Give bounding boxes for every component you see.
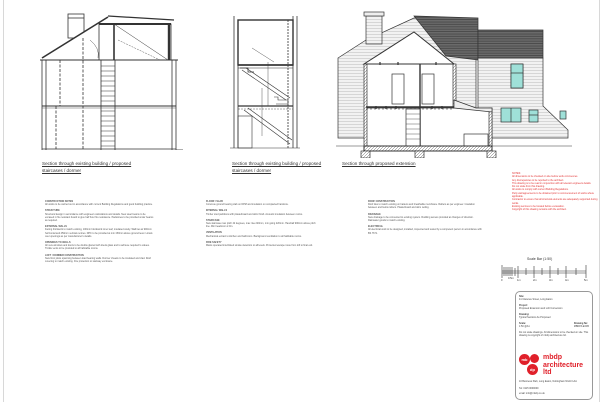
company-name: mbdp architecture ltd (543, 354, 583, 377)
section-3-caption: Section through proposed extension (342, 160, 416, 167)
scale-tick-label: 5m (584, 279, 588, 282)
drawing-number-label: Drawing No: (573, 322, 588, 325)
note-text: Mechanical extract to kitchen and bathro… (206, 234, 302, 238)
section-2-drawing (230, 16, 300, 149)
section-1-caption-line1: Section through existing building / prop… (42, 161, 132, 166)
section-3-caption-line1: Section through proposed extension (342, 161, 416, 166)
company-name-line1: mbdp (543, 354, 563, 361)
note-text: Roof tiles to match existing on battens … (368, 203, 475, 210)
drawing-number: MBDP/LE/005 (573, 325, 589, 328)
scale-tick-label: 1m (517, 279, 521, 282)
red-note-line: Do not scale from this drawing. (512, 185, 545, 189)
red-note-line: This drawing is to be read in conjunctio… (512, 181, 592, 185)
scale-tick-label: 2m (533, 279, 537, 282)
scale-bar (501, 265, 587, 278)
note-text: Structural design in accordance with eng… (45, 212, 154, 223)
note-text: All electrical work to be designed, inst… (368, 228, 482, 235)
site-address: 41 Clarence Street, Long Eaton (519, 298, 553, 301)
scale-tick-label: 0 (501, 279, 503, 282)
note-heading: OPENINGS TO WALLS (45, 241, 71, 245)
red-note-line: NOTES: (512, 172, 521, 175)
note-heading: ELECTRICAL (368, 225, 384, 229)
logo-circle-right (530, 354, 539, 363)
section-1-drawing (40, 13, 190, 150)
red-note-line: Party wall agreements to be obtained pri… (512, 191, 594, 199)
project-label: Project: (519, 304, 528, 307)
red-note-line: Copyright of this drawing remains with t… (512, 208, 567, 212)
red-note-line: Contractor to ensure that all structural… (512, 198, 598, 205)
note-heading: FLOOR / SLAB (206, 200, 223, 203)
site-label: Site: (519, 295, 525, 298)
section-1-caption-line2: staircases / dormer (42, 168, 82, 173)
note-heading: STAIRCASE (206, 218, 220, 222)
note-heading: ROOF CONSTRUCTION (368, 200, 395, 203)
section-2-caption-line1: Section through existing building / prop… (232, 161, 322, 166)
section-2-caption: Section through existing building / prop… (232, 160, 321, 174)
note-text: Timber stud partitions with plasterboard… (206, 212, 303, 216)
note-text: All works to be carried out in accordanc… (45, 203, 153, 207)
red-note-line: Existing services to be located before e… (512, 204, 565, 208)
drawing-label: Drawing: (519, 313, 530, 316)
note-heading: LOFT / DORMER CONSTRUCTION (45, 253, 84, 257)
note-heading: CONSTRUCTION NOTES (45, 200, 74, 203)
company-email: email: info@mbdp.co.uk (519, 392, 545, 395)
scale-label: Scale: (519, 322, 527, 325)
disclaimer: Do not scale drawings. All dimensions to… (519, 331, 589, 337)
note-text: New staircase max pitch 42 degrees, max … (206, 222, 316, 229)
drawing-title: Typical Sections As Proposed (519, 316, 551, 319)
section-1-caption: Section through existing building / prop… (42, 160, 131, 174)
logo-circle-bottom: dp (527, 364, 538, 375)
red-notes: NOTES: All dimensions to be checked on s… (512, 172, 598, 212)
red-note-line: Any discrepancies to be reported to the … (512, 178, 564, 182)
scale-tick-label: 4m (565, 279, 569, 282)
section-3-drawing (336, 11, 572, 158)
note-text: New drainage to be connected to existing… (368, 215, 474, 223)
company-tel: Tel: 0115 0000000 (519, 387, 539, 390)
note-heading: EXTERNAL WALLS (45, 225, 67, 229)
scale-value: 1:50 @A1 (519, 325, 530, 328)
logo-circle-top: mb (519, 354, 530, 365)
note-text: All new windows and doors to be double g… (45, 244, 150, 251)
scale-tick-label: 0.5m (508, 277, 514, 280)
project-name: Proposed Extension and Loft Conversion (519, 307, 563, 310)
note-heading: VENTILATION (206, 231, 222, 235)
company-name-line2: architecture (543, 361, 584, 369)
title-block: Site: 41 Clarence Street, Long Eaton Pro… (515, 291, 593, 400)
sheet-border-left (3, 0, 4, 402)
scale-tick-label: 3m (549, 279, 553, 282)
section-2-caption-line2: staircases / dormer (232, 168, 272, 173)
company-name-line3: ltd (543, 369, 552, 376)
note-text: Mains operated interlinked smoke detecto… (206, 244, 313, 248)
note-heading: INTERNAL WALLS (206, 209, 228, 213)
note-text: New floor joists spanning between load b… (45, 256, 151, 264)
company-address: 10 Business Park, Long Eaton, Nottingham… (519, 380, 577, 383)
sheet-border-right (599, 0, 600, 402)
red-note-line: All dimensions to be checked on site bef… (512, 175, 579, 179)
note-heading: FIRE SAFETY (206, 240, 222, 244)
scale-bar-title: Scale Bar (1:50) (527, 257, 553, 261)
note-text: Facing brickwork to match existing, 100m… (45, 228, 153, 238)
note-text: Concrete ground bearing slab on DPM and … (206, 203, 289, 207)
scale-bar-labels: 0 0.5m 1m 2m 3m 4m 5m (500, 277, 592, 285)
note-heading: DRAINAGE (368, 212, 381, 216)
red-note-line: All works to comply with current Buildin… (512, 188, 569, 192)
note-heading: STRUCTURE (45, 209, 60, 213)
company-logo: mb dp mbdp architecture ltd (519, 354, 589, 378)
